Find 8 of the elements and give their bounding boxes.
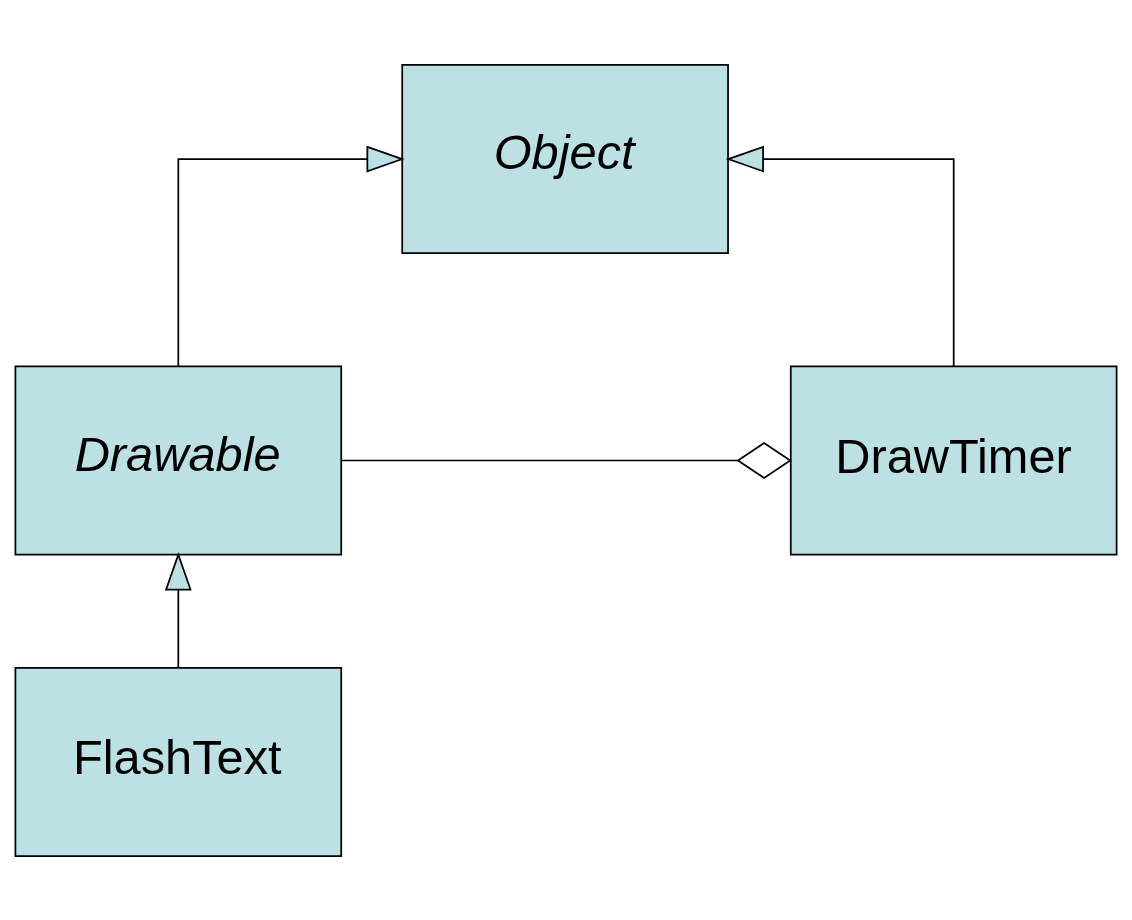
arrow — [177, 145, 405, 367]
node-box: Drawable — [14, 365, 343, 555]
arrow — [725, 145, 955, 367]
node-box: FlashText — [14, 666, 343, 857]
arrow — [164, 551, 192, 668]
connector — [340, 441, 792, 479]
node-box: DrawTimer — [789, 365, 1118, 555]
node-box: Object — [401, 63, 729, 254]
